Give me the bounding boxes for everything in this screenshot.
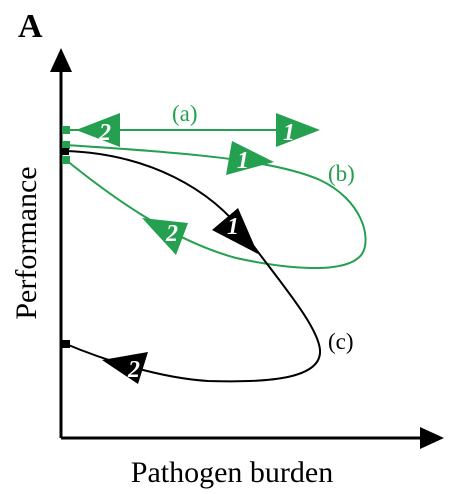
curve-a-arrow-2-number: 2 [98,120,111,146]
x-axis-label: Pathogen burden [131,456,333,489]
curve-a-start-marker [62,126,70,134]
x-axis-arrowhead [420,427,444,449]
curve-b-path [65,144,367,269]
curve-c-end-marker [62,340,70,348]
curve-b-label: (b) [328,161,355,186]
curve-b-end-marker [62,156,70,164]
y-axis-label: Performance [10,166,43,319]
curve-c-arrow-2-marker [102,352,148,384]
curve-a-arrow-2-marker [76,113,120,147]
curve-c-label: (c) [328,329,354,354]
curve-a-label: (a) [172,101,198,126]
curve-c-start-marker [62,148,69,155]
curve-a-arrow-1-marker [276,113,320,147]
y-axis-arrowhead [50,48,72,72]
curve-a: 1 2 (a) [62,101,320,147]
curve-c-arrow-1-marker [212,208,258,254]
curve-c-path [65,150,322,383]
curve-b-arrow-2-marker [142,218,188,255]
panel-label: A [18,8,43,45]
curve-b-arrow-1-number: 1 [237,148,249,174]
curve-c-arrow-2-number: 2 [127,357,140,383]
axes [50,48,444,449]
curve-a-arrow-1-number: 1 [283,120,295,146]
curve-b-arrow-1-marker [226,141,274,175]
curve-b: 1 2 (b) [62,141,367,269]
curve-c: 1 2 (c) [62,148,354,384]
curve-c-arrow-1-number: 1 [227,214,239,240]
curve-b-arrow-2-number: 2 [165,221,178,247]
curve-b-start-marker [62,141,70,149]
